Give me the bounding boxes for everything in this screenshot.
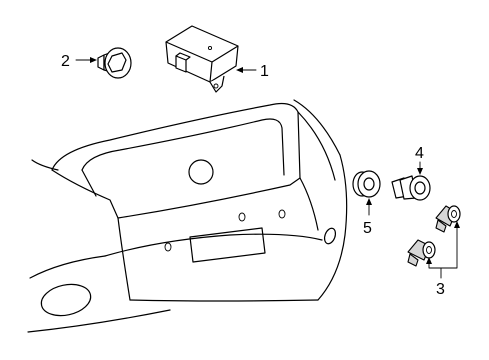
callout-5: 5 <box>363 220 372 237</box>
callout-1: 1 <box>260 63 269 80</box>
leader-lines <box>75 57 460 279</box>
parking-aid-module <box>165 25 239 93</box>
sensor-bezel <box>352 170 381 198</box>
callout-2: 2 <box>61 53 70 70</box>
callout-3: 3 <box>436 281 445 298</box>
callout-4: 4 <box>415 145 424 162</box>
car-rear-body <box>27 99 348 333</box>
retainer-clip <box>97 47 132 79</box>
sensor-bracket-lower <box>407 239 436 267</box>
sensor-bracket-upper <box>435 205 461 233</box>
parking-sensor <box>391 175 431 201</box>
